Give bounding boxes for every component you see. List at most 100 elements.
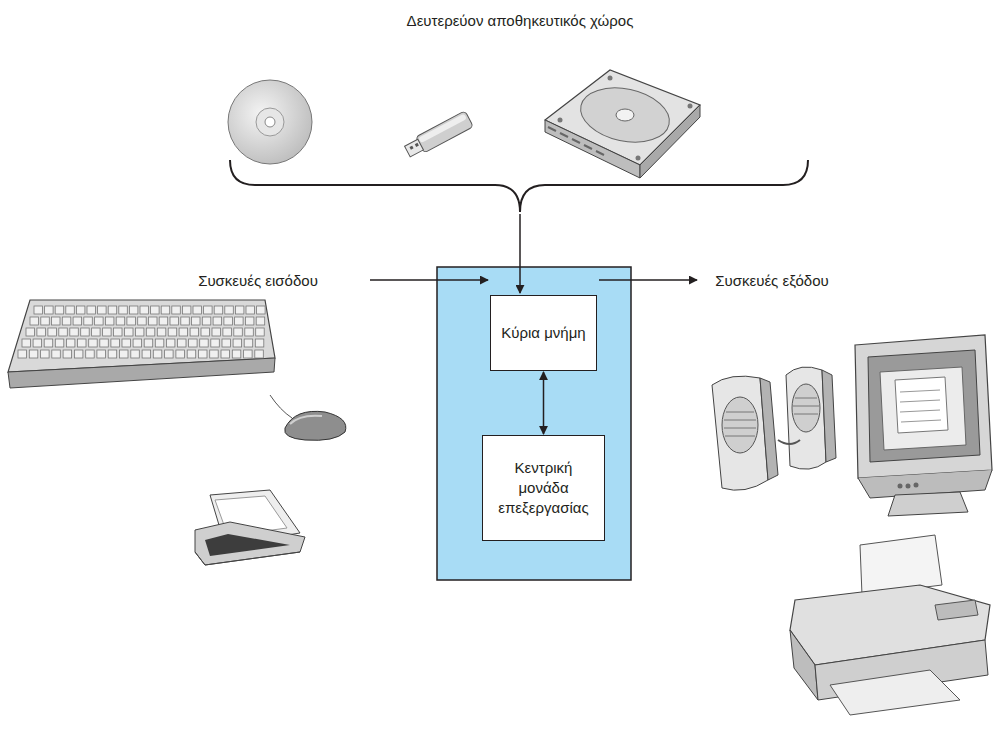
- key: [211, 339, 220, 347]
- key: [44, 339, 53, 347]
- key: [256, 317, 265, 325]
- key: [212, 328, 221, 336]
- key: [55, 339, 64, 347]
- key: [33, 339, 42, 347]
- key: [255, 339, 263, 347]
- key: [62, 317, 71, 325]
- key: [233, 339, 242, 347]
- key: [97, 350, 106, 358]
- key: [116, 317, 125, 325]
- key: [202, 317, 211, 325]
- keyboard: [8, 300, 275, 388]
- key: [70, 328, 79, 336]
- key: [182, 306, 191, 314]
- printer: [790, 535, 990, 715]
- key: [108, 306, 117, 314]
- key: [133, 339, 142, 347]
- key: [84, 317, 93, 325]
- key: [244, 339, 253, 347]
- key: [87, 306, 96, 314]
- scanner: [195, 490, 305, 565]
- key: [161, 306, 170, 314]
- key: [140, 306, 149, 314]
- key: [142, 350, 151, 358]
- key: [81, 328, 90, 336]
- speakers: [712, 367, 836, 490]
- key: [119, 306, 128, 314]
- key: [63, 350, 72, 358]
- key: [74, 350, 83, 358]
- key: [214, 306, 223, 314]
- key: [41, 317, 50, 325]
- bracket: [230, 160, 808, 212]
- key: [255, 350, 263, 358]
- key: [199, 350, 208, 358]
- input-label: Συσκευές εισόδου: [196, 272, 320, 289]
- key: [34, 306, 43, 314]
- key: [246, 306, 255, 314]
- key: [190, 328, 199, 336]
- key: [45, 306, 54, 314]
- key: [89, 339, 98, 347]
- key: [135, 328, 144, 336]
- key: [245, 317, 254, 325]
- monitor: [855, 335, 992, 516]
- key: [256, 328, 265, 336]
- key: [224, 317, 233, 325]
- key: [138, 317, 147, 325]
- key: [187, 350, 196, 358]
- bus-arrow: [543, 372, 545, 434]
- key: [122, 339, 131, 347]
- key: [235, 306, 244, 314]
- key: [222, 339, 231, 347]
- key: [232, 350, 241, 358]
- key: [159, 317, 168, 325]
- key: [179, 328, 188, 336]
- key: [52, 350, 61, 358]
- key: [181, 317, 190, 325]
- key: [73, 317, 82, 325]
- key: [26, 328, 35, 336]
- storage-label: Δευτερεύον αποθηκευτικός χώρος: [405, 12, 636, 29]
- key: [100, 339, 109, 347]
- memory-box: Κύρια μνήμη: [490, 295, 597, 371]
- key: [103, 328, 112, 336]
- storage-arrow: [519, 214, 521, 293]
- key: [18, 350, 27, 358]
- key: [95, 317, 104, 325]
- key: [157, 328, 166, 336]
- mouse: [270, 395, 346, 440]
- key: [168, 328, 177, 336]
- key: [131, 350, 140, 358]
- key: [149, 317, 158, 325]
- key: [59, 328, 68, 336]
- key: [151, 306, 160, 314]
- key: [225, 306, 234, 314]
- key: [22, 339, 31, 347]
- key: [127, 317, 135, 325]
- key: [86, 350, 95, 358]
- system-box: [437, 267, 631, 580]
- key: [155, 339, 164, 347]
- key: [129, 306, 138, 314]
- key: [66, 306, 75, 314]
- key: [235, 317, 244, 325]
- key: [166, 339, 175, 347]
- key: [213, 317, 222, 325]
- key: [221, 350, 230, 358]
- key: [111, 339, 120, 347]
- output-label: Συσκευές εξόδου: [713, 272, 830, 289]
- key: [105, 317, 114, 325]
- cd-disc: [228, 80, 312, 164]
- key: [144, 339, 153, 347]
- key: [146, 328, 155, 336]
- key: [108, 350, 117, 358]
- hard-disk: [545, 70, 700, 178]
- key: [170, 317, 179, 325]
- box-text: Κύρια μνήμη: [501, 323, 585, 343]
- key: [223, 328, 232, 336]
- key: [257, 306, 266, 314]
- key: [29, 350, 38, 358]
- key: [125, 328, 134, 336]
- key: [37, 328, 46, 336]
